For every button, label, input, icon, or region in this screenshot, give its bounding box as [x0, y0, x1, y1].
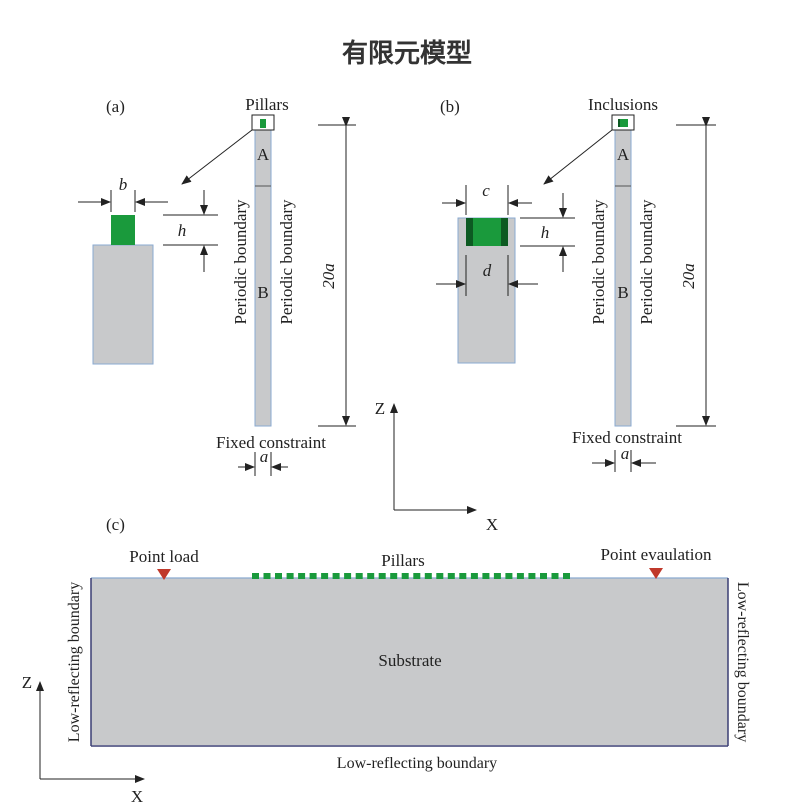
panel-b-fixed-constraint: Fixed constraint — [572, 428, 682, 447]
pillar — [563, 573, 570, 579]
panel-c-axis-z-label: Z — [22, 673, 32, 692]
panel-c-left-boundary-label: Low-reflecting boundary — [66, 582, 83, 742]
panel-c-bottom-boundary-label: Low-reflecting boundary — [337, 755, 497, 772]
panel-b-inclusion-small-edge — [618, 119, 620, 127]
panel-b-dim-c: c — [482, 181, 490, 200]
panel-b-label: (b) — [440, 97, 460, 116]
panel-c-right-boundary-label: Low-reflecting boundary — [734, 582, 751, 742]
panel-b-dim-h: h — [541, 223, 550, 242]
panel-a-top-label: Pillars — [245, 95, 288, 114]
panel-a-region-a: A — [257, 145, 270, 164]
panel-a: (a) Pillars A B Periodic boundary Period… — [78, 95, 356, 476]
panel-b-zoom-arrow — [543, 129, 613, 185]
panel-b-top-label: Inclusions — [588, 95, 658, 114]
pillar — [275, 573, 282, 579]
panel-a-width-dim: a — [260, 447, 269, 466]
panel-a-unit-cell-column — [254, 129, 272, 427]
pillar — [424, 573, 432, 579]
panel-b-height-dim: 20a — [679, 263, 698, 289]
panel-c-label: (c) — [106, 515, 125, 534]
pillar — [390, 573, 398, 579]
axes-middle: Z X — [375, 399, 498, 534]
panel-b-inclusion-dark-right — [501, 218, 508, 246]
panel-b-unit-cell-column — [614, 129, 632, 427]
pillar — [493, 573, 501, 579]
panel-b-periodic-right: Periodic boundary — [637, 199, 656, 325]
pillar — [309, 573, 317, 579]
panel-c-substrate-label: Substrate — [378, 651, 441, 670]
panel-c: (c) Point load Pillars Point evaulation … — [22, 515, 751, 806]
panel-c-point-load-label: Point load — [129, 547, 199, 566]
pillar — [378, 573, 386, 579]
panel-c-point-eval-marker — [649, 568, 663, 579]
panel-c-point-load-marker — [157, 569, 171, 580]
pillar — [470, 573, 478, 579]
panel-a-zoomed-pillar — [111, 215, 135, 245]
pillar — [263, 573, 271, 579]
panel-a-region-b: B — [257, 283, 268, 302]
panel-c-substrate — [91, 578, 728, 745]
pillar — [551, 573, 559, 579]
panel-b-inclusion-small — [618, 119, 628, 127]
panel-a-pillar-small — [260, 119, 266, 128]
panel-a-dim-b: b — [119, 175, 128, 194]
panel-b-region-a: A — [617, 145, 630, 164]
panel-a-fixed-constraint: Fixed constraint — [216, 433, 326, 452]
pillar — [344, 573, 352, 579]
pillar — [298, 573, 306, 579]
panel-b-periodic-left: Periodic boundary — [589, 199, 608, 325]
figure-title: 有限元模型 — [342, 39, 472, 69]
pillar — [447, 573, 455, 579]
pillar — [516, 573, 524, 579]
pillar — [321, 573, 329, 579]
panel-c-pillars-label: Pillars — [381, 551, 424, 570]
pillar — [482, 573, 490, 579]
pillar — [332, 573, 340, 579]
pillar — [528, 573, 536, 579]
panel-b: (b) Inclusions A B Periodic boundary Per… — [436, 95, 716, 472]
panel-b-region-b: B — [617, 283, 628, 302]
panel-a-label: (a) — [106, 97, 125, 116]
pillar — [401, 573, 409, 579]
panel-b-zoom-box — [611, 114, 635, 131]
panel-a-periodic-left: Periodic boundary — [231, 199, 250, 325]
panel-a-zoomed-cell — [92, 244, 154, 365]
axes-middle-z-label: Z — [375, 399, 385, 418]
panel-a-dim-h: h — [178, 221, 187, 240]
pillar — [459, 573, 467, 579]
pillar — [286, 573, 294, 579]
panel-b-inclusion-dark-left — [466, 218, 473, 246]
panel-a-zoom-arrow — [181, 129, 253, 185]
axes-middle-x-label: X — [486, 515, 498, 534]
panel-b-width-dim: a — [621, 444, 630, 463]
panel-c-pillar-row — [252, 573, 570, 579]
pillar — [505, 573, 513, 579]
panel-a-height-dim: 20a — [319, 263, 338, 289]
panel-a-periodic-right: Periodic boundary — [277, 199, 296, 325]
panel-c-point-eval-label: Point evaulation — [601, 545, 712, 564]
pillar — [252, 573, 259, 579]
pillar — [355, 573, 363, 579]
panel-c-axis-x-label: X — [131, 787, 143, 806]
pillar — [540, 573, 547, 579]
pillar — [436, 573, 444, 579]
pillar — [413, 573, 421, 579]
panel-b-dim-d: d — [483, 261, 492, 280]
panel-a-zoom-box — [251, 114, 275, 131]
pillar — [367, 573, 375, 579]
